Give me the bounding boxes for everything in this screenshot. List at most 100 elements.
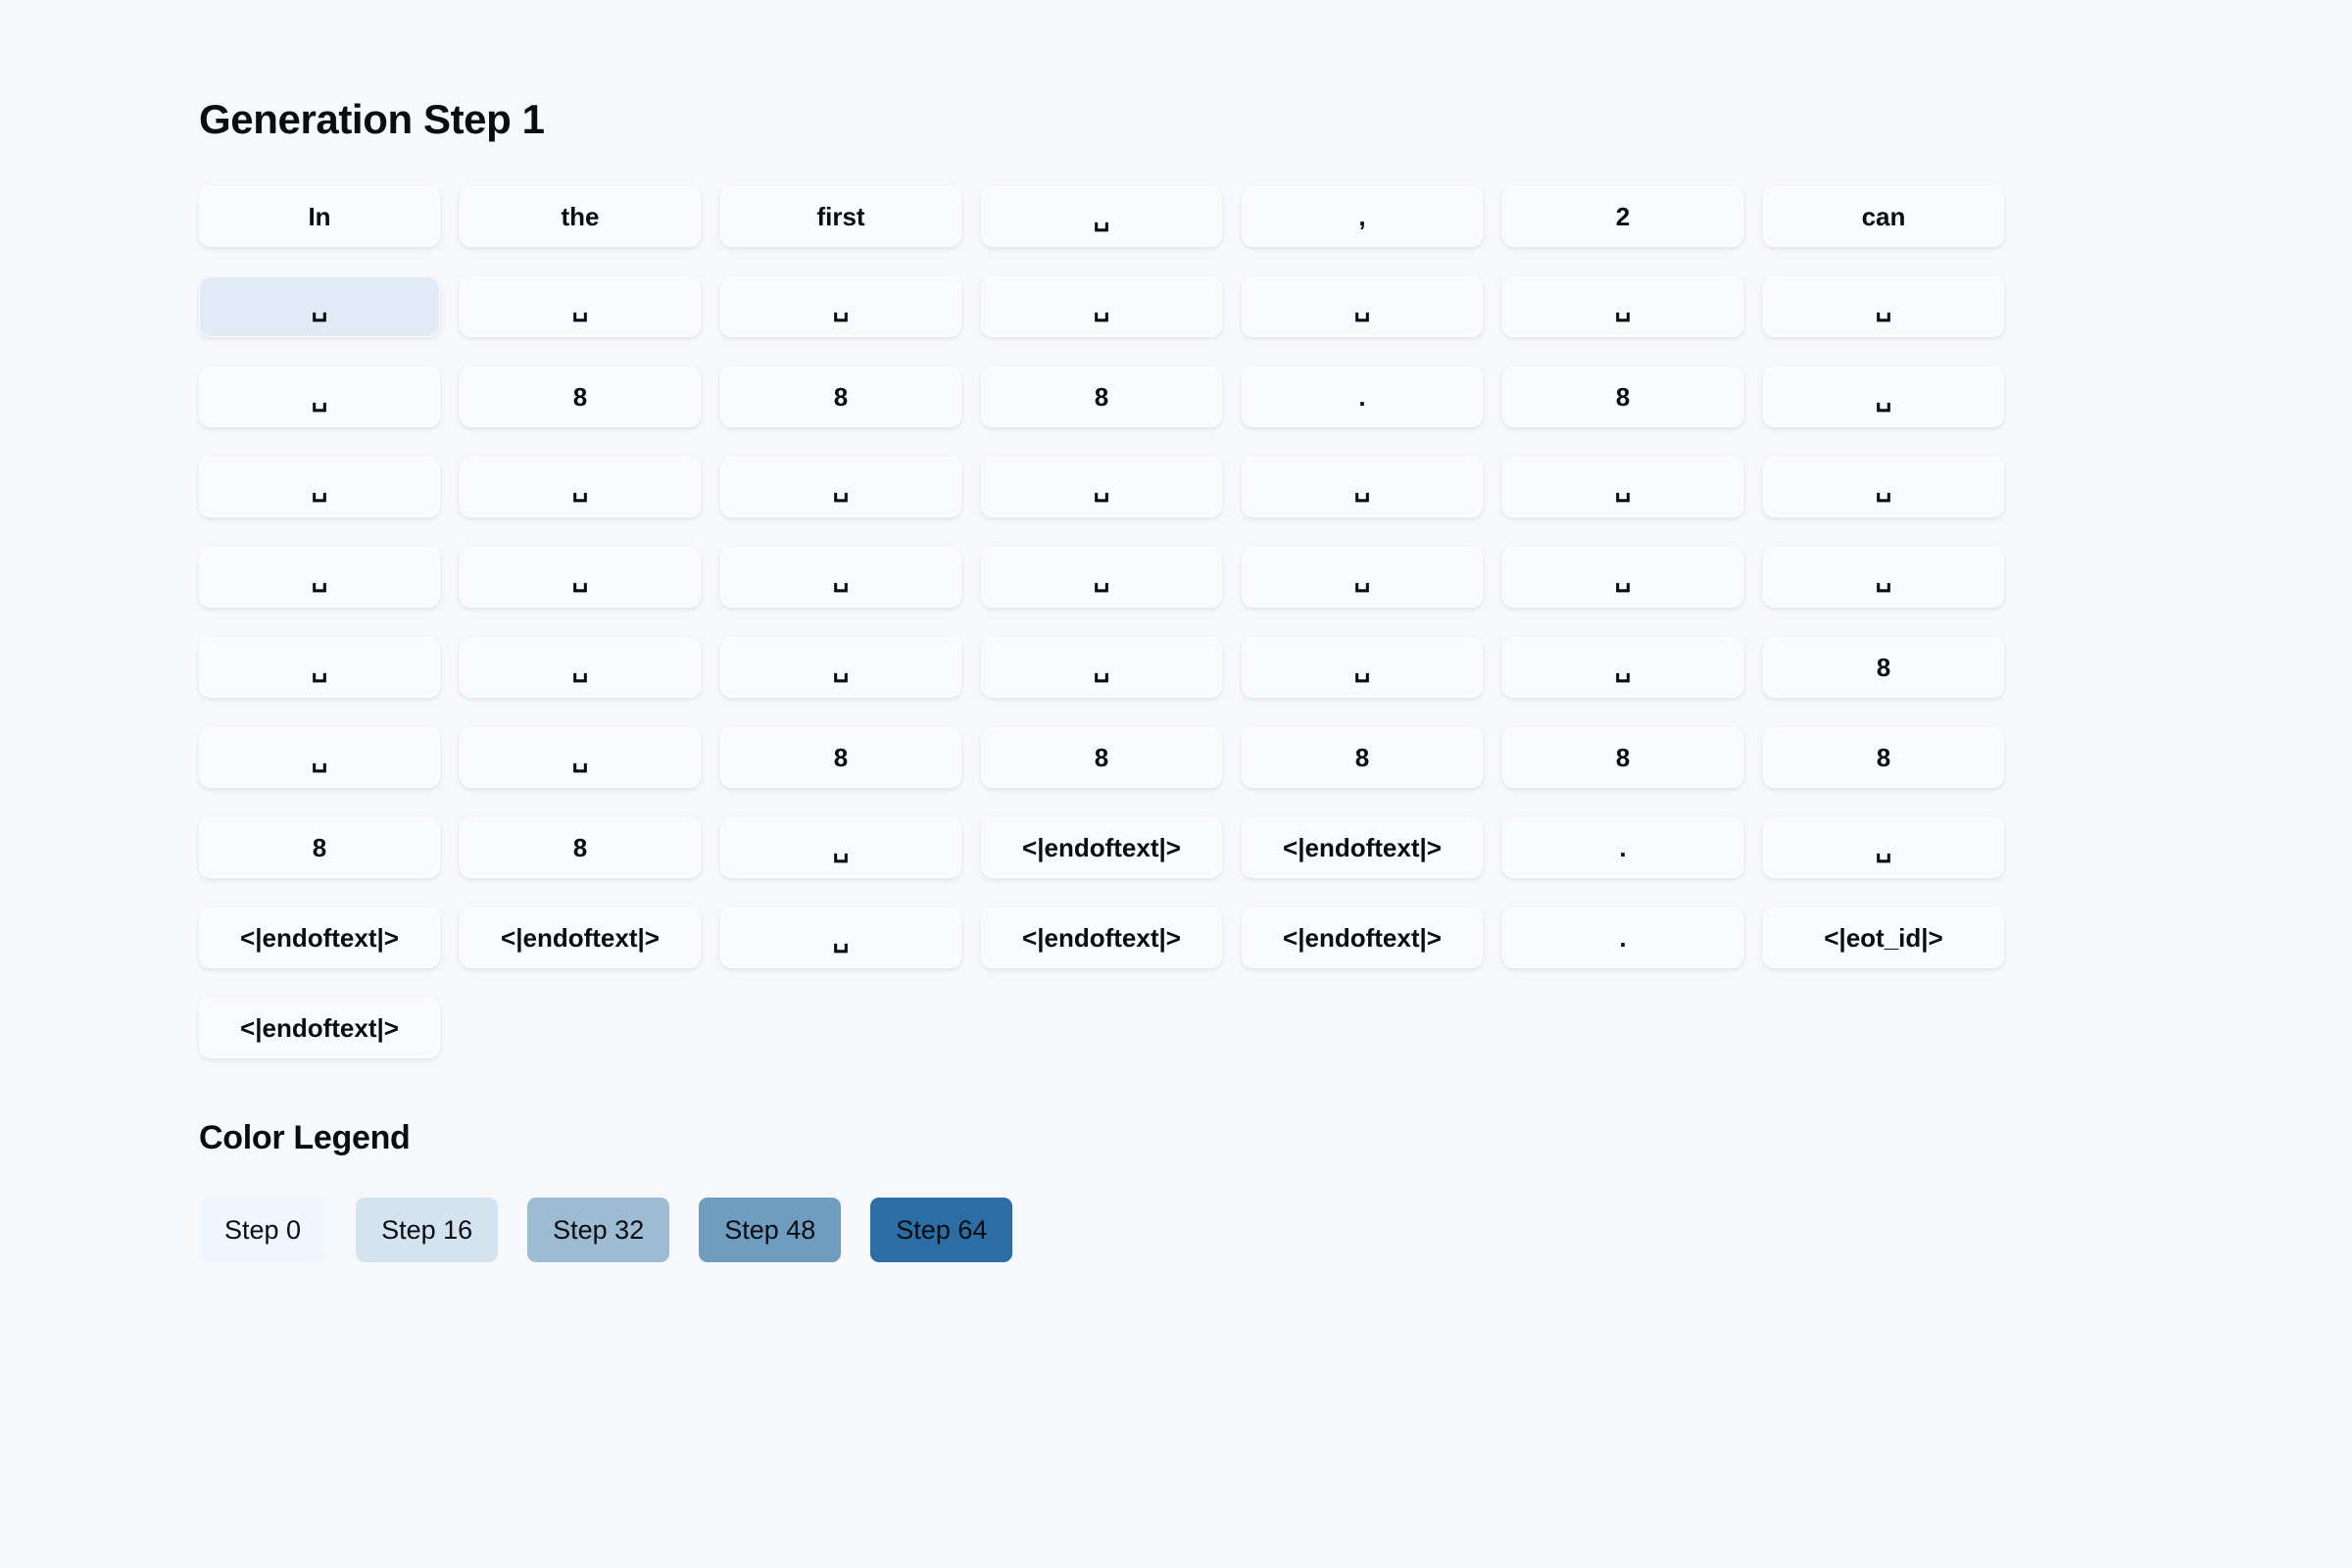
token-text: 8 (572, 382, 588, 412)
token-cell[interactable]: ␣ (199, 457, 440, 517)
token-cell[interactable]: 8 (460, 817, 701, 878)
token-cell[interactable]: ␣ (199, 276, 440, 337)
token-text: . (1619, 833, 1627, 862)
legend-swatch-step-16[interactable]: Step 16 (356, 1198, 499, 1262)
token-cell[interactable]: 8 (1242, 727, 1483, 788)
token-text: ␣ (1353, 563, 1371, 592)
token-cell[interactable]: ␣ (1242, 637, 1483, 698)
token-text: ␣ (311, 743, 328, 772)
token-cell[interactable]: first (720, 186, 961, 247)
legend-swatch-label: Step 64 (896, 1214, 988, 1245)
token-cell[interactable]: ␣ (1763, 817, 2004, 878)
token-cell[interactable]: ␣ (1502, 637, 1743, 698)
token-text: <|endoftext|> (240, 923, 399, 953)
token-cell[interactable]: 8 (1763, 727, 2004, 788)
token-cell[interactable]: <|endoftext|> (1242, 817, 1483, 878)
legend-swatch-step-64[interactable]: Step 64 (870, 1198, 1013, 1262)
token-cell[interactable]: ␣ (460, 637, 701, 698)
token-cell[interactable]: ␣ (981, 637, 1222, 698)
token-cell[interactable]: 8 (981, 727, 1222, 788)
token-cell[interactable]: ␣ (720, 276, 961, 337)
token-text: ␣ (311, 653, 328, 682)
token-cell[interactable]: <|endoftext|> (199, 998, 440, 1058)
token-cell[interactable]: 8 (720, 727, 961, 788)
token-text: ␣ (1093, 202, 1110, 231)
token-cell[interactable]: 8 (1502, 727, 1743, 788)
token-cell[interactable]: 8 (1502, 367, 1743, 427)
token-cell[interactable]: ␣ (720, 457, 961, 517)
token-cell[interactable]: In (199, 186, 440, 247)
token-cell[interactable]: 8 (981, 367, 1222, 427)
token-cell[interactable]: the (460, 186, 701, 247)
token-text: 8 (1615, 743, 1631, 772)
token-text: ␣ (1093, 472, 1110, 502)
token-cell[interactable]: ␣ (1242, 547, 1483, 608)
token-text: ␣ (832, 292, 850, 321)
token-text: can (1861, 202, 1906, 231)
token-text: ␣ (832, 472, 850, 502)
token-cell[interactable]: . (1242, 367, 1483, 427)
token-text: ␣ (832, 833, 850, 862)
token-cell[interactable]: . (1502, 907, 1743, 968)
token-text: ␣ (1614, 292, 1632, 321)
token-cell[interactable]: ␣ (981, 276, 1222, 337)
token-cell[interactable]: ␣ (720, 817, 961, 878)
token-cell[interactable]: 8 (1763, 637, 2004, 698)
token-cell[interactable]: ␣ (199, 547, 440, 608)
legend-swatch-step-48[interactable]: Step 48 (699, 1198, 842, 1262)
token-cell[interactable]: <|endoftext|> (981, 907, 1222, 968)
token-cell[interactable]: 8 (720, 367, 961, 427)
token-cell[interactable]: can (1763, 186, 2004, 247)
token-text: ␣ (571, 743, 589, 772)
token-cell[interactable]: ␣ (1242, 457, 1483, 517)
token-cell[interactable]: ␣ (981, 547, 1222, 608)
legend-swatch-label: Step 48 (724, 1214, 816, 1245)
token-cell[interactable]: ␣ (1502, 547, 1743, 608)
token-cell[interactable]: ␣ (199, 727, 440, 788)
token-text: ␣ (311, 472, 328, 502)
token-cell[interactable]: 8 (199, 817, 440, 878)
token-text: ␣ (1614, 472, 1632, 502)
token-text: 8 (572, 833, 588, 862)
token-text: 8 (1354, 743, 1370, 772)
token-cell[interactable]: ␣ (981, 457, 1222, 517)
token-cell[interactable]: <|eot_id|> (1763, 907, 2004, 968)
token-text: ␣ (1093, 292, 1110, 321)
token-cell[interactable]: ␣ (720, 637, 961, 698)
token-cell[interactable]: <|endoftext|> (981, 817, 1222, 878)
token-cell[interactable]: ␣ (460, 457, 701, 517)
token-cell[interactable]: . (1502, 817, 1743, 878)
token-text: ␣ (1614, 563, 1632, 592)
token-cell[interactable]: ␣ (1242, 276, 1483, 337)
legend-swatch-step-32[interactable]: Step 32 (527, 1198, 670, 1262)
token-cell[interactable]: ␣ (460, 276, 701, 337)
token-cell[interactable]: 8 (460, 367, 701, 427)
token-cell[interactable]: ␣ (720, 907, 961, 968)
token-text: 8 (833, 743, 849, 772)
token-cell[interactable]: 2 (1502, 186, 1743, 247)
token-text: ␣ (1875, 833, 1892, 862)
token-cell[interactable]: ␣ (1763, 547, 2004, 608)
token-cell[interactable]: ␣ (720, 547, 961, 608)
legend-swatch-step-0[interactable]: Step 0 (199, 1198, 327, 1262)
token-text: ␣ (571, 653, 589, 682)
token-cell[interactable]: <|endoftext|> (1242, 907, 1483, 968)
token-cell[interactable]: <|endoftext|> (199, 907, 440, 968)
token-cell[interactable]: ␣ (1763, 367, 2004, 427)
token-text: , (1358, 202, 1366, 231)
token-text: the (561, 202, 600, 231)
token-cell[interactable]: ␣ (460, 547, 701, 608)
token-cell[interactable]: ␣ (199, 367, 440, 427)
token-cell[interactable]: ␣ (1502, 457, 1743, 517)
token-cell[interactable]: ␣ (1502, 276, 1743, 337)
token-cell[interactable]: ␣ (1763, 457, 2004, 517)
token-text: ␣ (1875, 292, 1892, 321)
token-cell[interactable]: ␣ (199, 637, 440, 698)
token-cell[interactable]: ␣ (1763, 276, 2004, 337)
token-cell[interactable]: <|endoftext|> (460, 907, 701, 968)
token-cell[interactable]: , (1242, 186, 1483, 247)
token-cell[interactable]: ␣ (460, 727, 701, 788)
token-cell[interactable]: ␣ (981, 186, 1222, 247)
